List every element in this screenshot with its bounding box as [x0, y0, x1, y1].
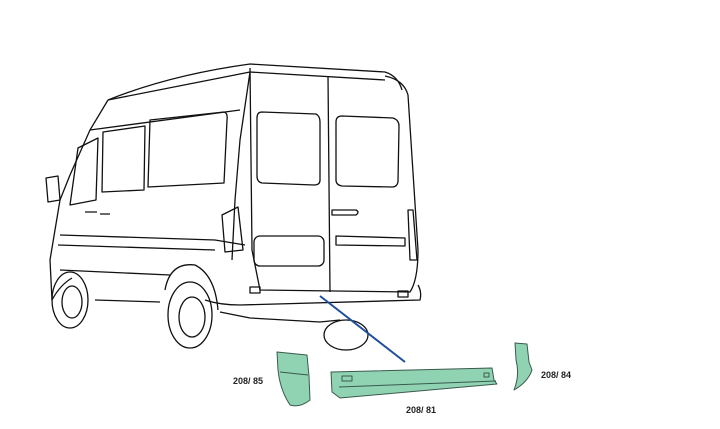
part-208-81-shape: [330, 367, 498, 399]
part-208-84-shape: [513, 342, 533, 391]
part-208-85-shape: [276, 351, 311, 407]
van-outline: [45, 63, 422, 351]
part-label-208-84: 208/ 84: [541, 370, 572, 380]
part-label-208-81: 208/ 81: [406, 405, 437, 415]
part-label-208-85: 208/ 85: [233, 376, 264, 386]
leader-line: [319, 295, 406, 363]
